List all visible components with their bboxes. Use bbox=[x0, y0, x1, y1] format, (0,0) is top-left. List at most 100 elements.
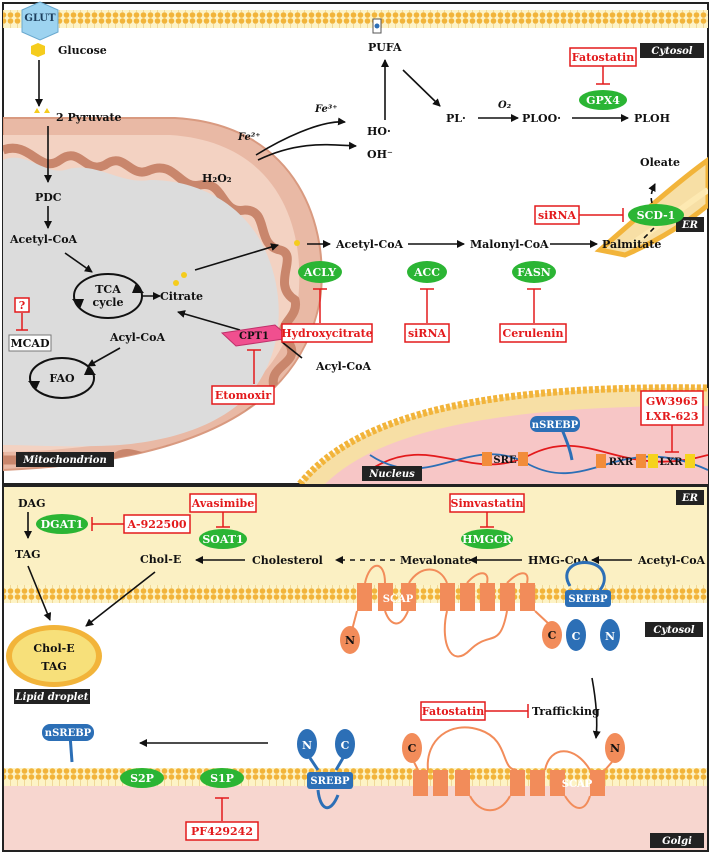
hydroxycitrate-label: Hydroxycitrate bbox=[281, 327, 373, 340]
acetylcoa-label: Acetyl-CoA bbox=[637, 554, 706, 567]
acetyl-coa-mito-label: Acetyl-CoA bbox=[9, 233, 78, 246]
s2p-label: S2P bbox=[130, 772, 154, 785]
citrate-icon bbox=[173, 280, 179, 286]
lipid-droplet-label: Lipid droplet bbox=[15, 692, 89, 703]
top-panel: GLUT Glucose 2 Pyruvate PDC Acetyl-CoA T… bbox=[2, 1, 709, 485]
palmitate-label: Palmitate bbox=[602, 238, 661, 251]
glut-transporter: GLUT bbox=[21, 1, 59, 41]
soat1-enzyme bbox=[199, 529, 247, 549]
scap-er-label: SCAP bbox=[383, 594, 414, 605]
acly-label: ACLY bbox=[303, 266, 336, 279]
scap-golgi-n: N bbox=[610, 742, 620, 755]
sirna-scd-label: siRNA bbox=[538, 209, 577, 222]
tag-label: TAG bbox=[15, 548, 41, 561]
pl-label: PL· bbox=[446, 112, 466, 125]
acyl-coa-mito-label: Acyl-CoA bbox=[109, 331, 165, 344]
ld-tag-label: TAG bbox=[41, 660, 67, 673]
acyl-coa-cyto-label: Acyl-CoA bbox=[315, 360, 371, 373]
cytosol-bottom-label: Cytosol bbox=[653, 625, 694, 636]
er-top-label: ER bbox=[681, 220, 698, 231]
dag-label: DAG bbox=[18, 497, 45, 510]
srebp-er-c: C bbox=[572, 630, 581, 643]
avasimibe-label: Avasimibe bbox=[191, 497, 255, 510]
tca-cycle: TCA cycle bbox=[72, 273, 144, 319]
scap-er-n: N bbox=[345, 634, 355, 647]
cpt1-label: CPT1 bbox=[239, 331, 269, 342]
cytosol-top-label: Cytosol bbox=[651, 46, 692, 57]
rxr-label: RXR bbox=[609, 457, 634, 468]
pdc-label: PDC bbox=[35, 191, 62, 204]
gw3965-label: GW3965 bbox=[646, 395, 698, 408]
fasn-enzyme bbox=[512, 261, 556, 283]
scd1-enzyme bbox=[628, 204, 684, 226]
fe2-label: Fe²⁺ bbox=[237, 132, 261, 143]
sirna-acc-label: siRNA bbox=[408, 327, 447, 340]
ld-chole-label: Chol-E bbox=[33, 642, 74, 655]
acetyl-coa-cyto-label: Acetyl-CoA bbox=[335, 238, 404, 251]
tca-label-1: TCA bbox=[95, 283, 121, 296]
mevalonate-label: Mevalonate bbox=[400, 554, 471, 567]
sre-label: SRE bbox=[493, 455, 517, 466]
mitochondrion-label: Mitochondrion bbox=[22, 455, 106, 466]
golgi-label: Golgi bbox=[662, 836, 692, 847]
acc-label: ACC bbox=[413, 266, 440, 279]
pf429242-label: PF429242 bbox=[191, 825, 253, 838]
gpx4-enzyme bbox=[579, 90, 627, 110]
scap-golgi: SCAP C N bbox=[402, 726, 625, 812]
fatostatin-top-label: Fatostatin bbox=[572, 51, 634, 64]
ploo-label: PLOO· bbox=[522, 112, 561, 125]
ploh-label: PLOH bbox=[634, 112, 670, 125]
fao-label: FAO bbox=[49, 372, 75, 385]
glut-label: GLUT bbox=[24, 13, 56, 24]
nsrebp-released: nSREBP bbox=[42, 724, 94, 763]
srebp-golgi-label: SREBP bbox=[310, 776, 350, 787]
tca-label-2: cycle bbox=[93, 296, 124, 309]
fe3-label: Fe³⁺ bbox=[314, 104, 338, 115]
a922500-label: A-922500 bbox=[126, 518, 186, 531]
gpx4-label: GPX4 bbox=[586, 94, 620, 107]
trafficking-label: Trafficking bbox=[532, 705, 600, 718]
dgat1-label: DGAT1 bbox=[41, 518, 84, 531]
er-bottom-label: ER bbox=[681, 493, 698, 504]
oleate-label: Oleate bbox=[640, 156, 680, 169]
hmgcr-label: HMGCR bbox=[462, 533, 513, 546]
fatostatin-label: Fatostatin bbox=[422, 705, 484, 718]
cholesterol-label: Cholesterol bbox=[252, 554, 323, 567]
etomoxir-label: Etomoxir bbox=[215, 389, 272, 402]
simvastatin-label: Simvastatin bbox=[451, 497, 524, 510]
srebp-golgi-n: N bbox=[302, 739, 312, 752]
scap-golgi-c: C bbox=[408, 742, 417, 755]
scd1-label: SCD-1 bbox=[637, 209, 676, 222]
dgat1-enzyme bbox=[36, 514, 88, 534]
s1p-label: S1P bbox=[210, 772, 234, 785]
fasn-label: FASN bbox=[517, 266, 551, 279]
lxr-label: LXR bbox=[659, 457, 683, 468]
nsrebp-nuc-label: nSREBP bbox=[532, 420, 579, 431]
soat1-label: SOAT1 bbox=[202, 533, 243, 546]
ho-label: HO· bbox=[367, 125, 391, 138]
fao-cycle: FAO bbox=[28, 357, 96, 399]
chole-label: Chol-E bbox=[140, 553, 181, 566]
oh-label: OH⁻ bbox=[367, 148, 393, 161]
glucose-icon bbox=[31, 43, 45, 57]
s1p-enzyme bbox=[200, 768, 244, 788]
lxr623-label: LXR-623 bbox=[646, 410, 699, 423]
lipid-droplet: Chol-E TAG bbox=[6, 625, 102, 687]
hmgcoa-label: HMG-CoA bbox=[528, 554, 590, 567]
s2p-enzyme bbox=[120, 768, 164, 788]
citrate-label: Citrate bbox=[160, 290, 203, 303]
hmgcr-enzyme bbox=[461, 529, 513, 549]
srebp-er-label: SREBP bbox=[568, 594, 608, 605]
mcad-label: MCAD bbox=[10, 337, 49, 350]
scap-er-c: C bbox=[548, 629, 557, 642]
citrate-cyto-icon bbox=[294, 240, 300, 246]
plasma-membrane bbox=[3, 10, 708, 28]
srebp-er-n: N bbox=[605, 630, 615, 643]
pufa-label: PUFA bbox=[368, 41, 402, 54]
nucleus-label: Nucleus bbox=[368, 469, 415, 480]
scap-golgi-label: SCAP bbox=[562, 779, 593, 790]
bottom-panel: ER Cytosol Lipid droplet Golgi DAG DGAT1… bbox=[2, 485, 709, 852]
acly-enzyme bbox=[298, 261, 342, 283]
acc-enzyme bbox=[407, 261, 447, 283]
scap-srebp-er: SCAP N C SREBP C N bbox=[340, 560, 620, 658]
